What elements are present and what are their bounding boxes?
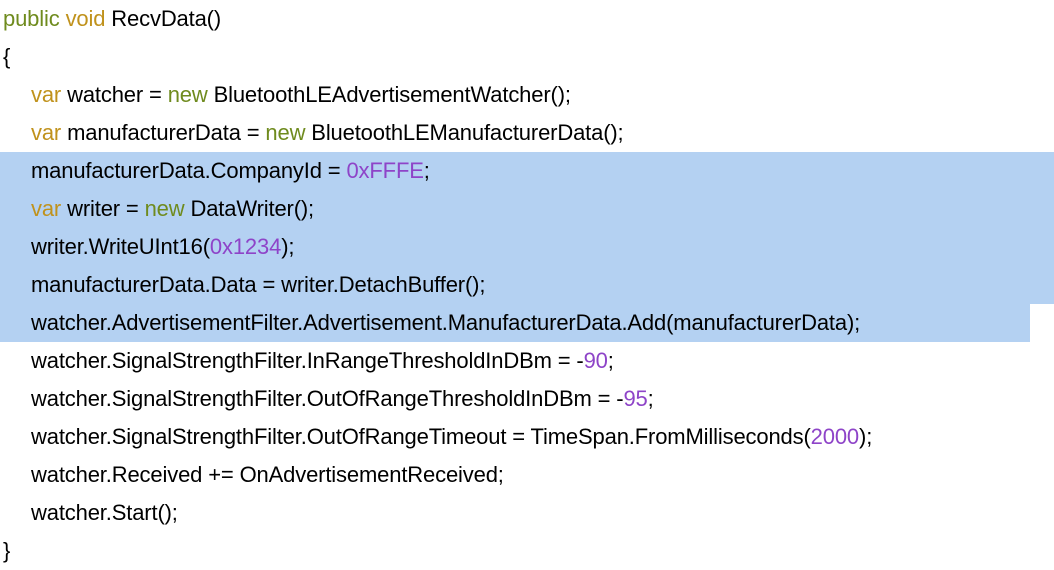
code-token: 0x1234 xyxy=(209,234,282,259)
code-token: ; xyxy=(423,158,430,183)
code-line[interactable]: { xyxy=(0,38,1054,76)
code-token: ); xyxy=(859,424,873,449)
code-token: void xyxy=(65,6,106,31)
code-line-text: watcher.Start(); xyxy=(0,494,178,532)
code-line[interactable]: manufacturerData.CompanyId = 0xFFFE; xyxy=(0,152,1054,190)
code-token: watcher = xyxy=(61,82,168,107)
code-token: ; xyxy=(647,386,654,411)
code-line-text: var writer = new DataWriter(); xyxy=(0,190,314,228)
code-token: watcher.SignalStrengthFilter.InRangeThre… xyxy=(31,348,584,373)
code-line-text: var manufacturerData = new BluetoothLEMa… xyxy=(0,114,624,152)
code-line-text: watcher.SignalStrengthFilter.OutOfRangeT… xyxy=(0,380,654,418)
code-line[interactable]: public void RecvData() xyxy=(0,0,1054,38)
code-line[interactable]: } xyxy=(0,532,1054,570)
code-line[interactable]: watcher.AdvertisementFilter.Advertisemen… xyxy=(0,304,1054,342)
code-token: watcher.Start(); xyxy=(31,500,178,525)
code-line-text: public void RecvData() xyxy=(0,0,221,38)
code-line[interactable]: watcher.Start(); xyxy=(0,494,1054,532)
code-line-text: watcher.SignalStrengthFilter.OutOfRangeT… xyxy=(0,418,872,456)
code-token: writer.WriteUInt16( xyxy=(31,234,210,259)
code-token: 95 xyxy=(623,386,648,411)
code-token: DataWriter(); xyxy=(184,196,315,221)
code-line-text: var watcher = new BluetoothLEAdvertiseme… xyxy=(0,76,571,114)
code-token: manufacturerData.CompanyId = xyxy=(31,158,347,183)
code-token: watcher.AdvertisementFilter.Advertisemen… xyxy=(31,310,861,335)
code-token: BluetoothLEManufacturerData(); xyxy=(305,120,624,145)
code-line-text: manufacturerData.CompanyId = 0xFFFE; xyxy=(0,152,430,190)
code-line[interactable]: writer.WriteUInt16(0x1234); xyxy=(0,228,1054,266)
code-token: watcher.Received += OnAdvertisementRecei… xyxy=(31,462,504,487)
code-token: 0xFFFE xyxy=(346,158,424,183)
code-token: new xyxy=(144,196,185,221)
code-line[interactable]: var watcher = new BluetoothLEAdvertiseme… xyxy=(0,76,1054,114)
code-token: ); xyxy=(281,234,295,259)
code-token: ; xyxy=(607,348,614,373)
code-token: writer = xyxy=(61,196,145,221)
code-line[interactable]: var manufacturerData = new BluetoothLEMa… xyxy=(0,114,1054,152)
code-line[interactable]: watcher.SignalStrengthFilter.OutOfRangeT… xyxy=(0,380,1054,418)
code-line-text: { xyxy=(0,38,10,76)
code-line-text: writer.WriteUInt16(0x1234); xyxy=(0,228,294,266)
code-line[interactable]: watcher.SignalStrengthFilter.OutOfRangeT… xyxy=(0,418,1054,456)
code-line[interactable]: watcher.Received += OnAdvertisementRecei… xyxy=(0,456,1054,494)
code-token: manufacturerData = xyxy=(61,120,266,145)
code-line-text: watcher.SignalStrengthFilter.InRangeThre… xyxy=(0,342,614,380)
code-line[interactable]: var writer = new DataWriter(); xyxy=(0,190,1054,228)
code-token: BluetoothLEAdvertisementWatcher(); xyxy=(207,82,571,107)
code-token: new xyxy=(167,82,208,107)
code-token: new xyxy=(265,120,306,145)
code-token: watcher.SignalStrengthFilter.OutOfRangeT… xyxy=(31,424,811,449)
code-line-text: watcher.AdvertisementFilter.Advertisemen… xyxy=(0,304,860,342)
code-token: watcher.SignalStrengthFilter.OutOfRangeT… xyxy=(31,386,624,411)
code-token: } xyxy=(3,538,11,563)
code-token: 90 xyxy=(583,348,608,373)
code-line-text: manufacturerData.Data = writer.DetachBuf… xyxy=(0,266,485,304)
code-token: manufacturerData.Data = writer.DetachBuf… xyxy=(31,272,486,297)
code-token: var xyxy=(31,120,62,145)
code-line-text: watcher.Received += OnAdvertisementRecei… xyxy=(0,456,504,494)
code-token: public xyxy=(3,6,60,31)
code-token: { xyxy=(3,44,11,69)
code-line-text: } xyxy=(0,532,10,570)
code-line[interactable]: watcher.SignalStrengthFilter.InRangeThre… xyxy=(0,342,1054,380)
code-token: RecvData() xyxy=(105,6,222,31)
code-token: 2000 xyxy=(810,424,860,449)
code-line[interactable]: manufacturerData.Data = writer.DetachBuf… xyxy=(0,266,1054,304)
code-token: var xyxy=(31,82,62,107)
code-token: var xyxy=(31,196,62,221)
